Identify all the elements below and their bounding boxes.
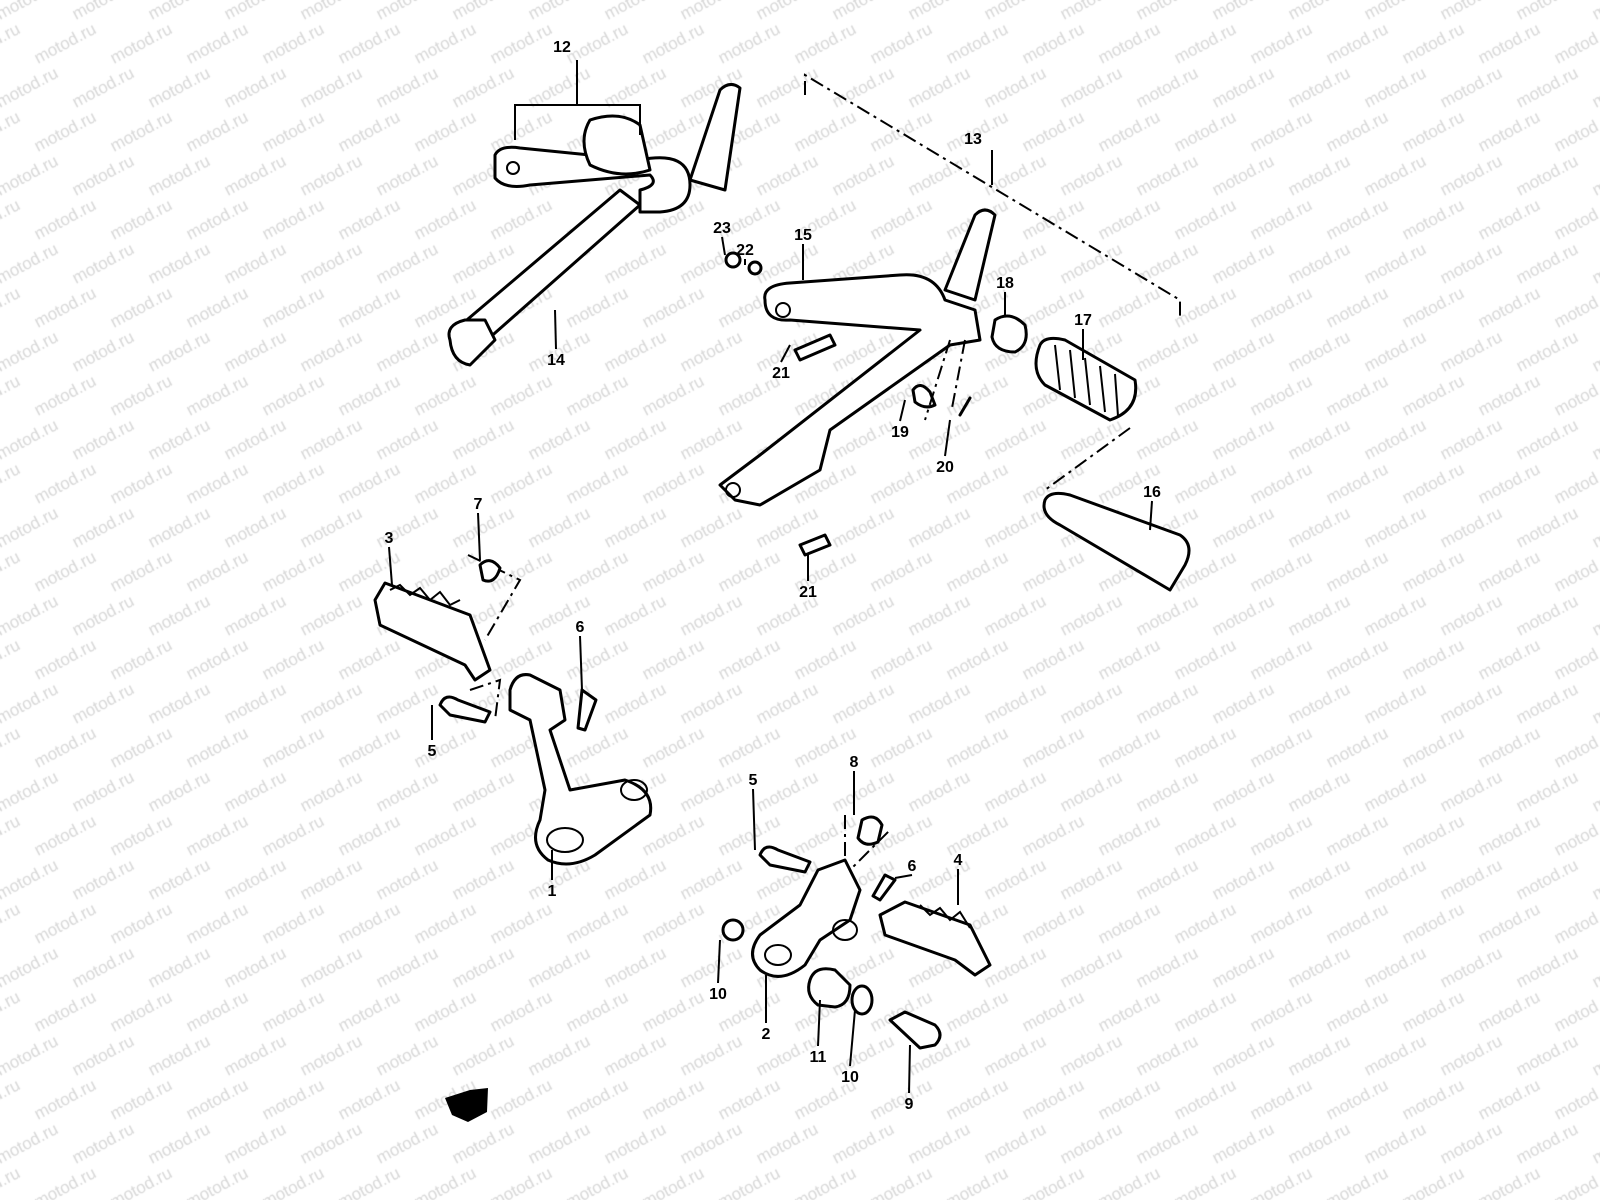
callout-15: 15: [794, 227, 812, 244]
callout-18: 18: [996, 275, 1014, 292]
washer-22: [747, 260, 763, 276]
pin-19: [911, 384, 937, 409]
leader-line: [899, 399, 906, 422]
callout-6: 6: [908, 858, 917, 875]
nut-23: [724, 251, 742, 269]
callout-4: 4: [954, 852, 963, 869]
washer-10-right: [850, 984, 874, 1016]
leader-line: [579, 635, 583, 691]
leader-line: [388, 546, 393, 586]
bracket-2: [751, 858, 862, 978]
callout-3: 3: [385, 530, 394, 547]
footpeg-4: [878, 900, 992, 977]
footrest-bracket-14: [447, 83, 742, 367]
leader-line: [849, 1009, 856, 1067]
leader-line: [477, 512, 481, 561]
leader-line: [944, 419, 951, 457]
callout-17: 17: [1074, 312, 1092, 329]
pin-5-left: [438, 695, 492, 724]
leader-line: [752, 788, 756, 851]
callout-10: 10: [709, 986, 727, 1003]
ring-18: [990, 314, 1028, 354]
callout-2: 2: [762, 1026, 771, 1043]
spring-7: [478, 559, 502, 583]
footrest-peg-16: [1042, 491, 1191, 592]
spring-8: [856, 815, 884, 846]
callout-1: 1: [548, 883, 557, 900]
bolt-6-right: [871, 873, 897, 902]
callout-21: 21: [799, 584, 817, 601]
leader-line: [817, 999, 821, 1047]
callout-5: 5: [428, 743, 437, 760]
callout-11: 11: [810, 1049, 827, 1066]
callout-5: 5: [749, 772, 758, 789]
callout-12: 12: [553, 39, 571, 56]
callout-10: 10: [841, 1069, 859, 1086]
washer-10-left: [721, 918, 745, 942]
leader-line: [721, 236, 726, 256]
callout-16: 16: [1143, 484, 1161, 501]
leader-line: [908, 1044, 911, 1094]
footrest-bracket-15: [718, 208, 997, 557]
cotter-pin-20: [958, 396, 972, 417]
callout-9: 9: [905, 1096, 914, 1113]
bolt-6-left: [576, 688, 598, 732]
leader-line: [894, 874, 913, 879]
callout-14: 14: [547, 352, 565, 369]
bracket-1: [508, 673, 653, 866]
callout-7: 7: [474, 496, 483, 513]
bolt-9: [888, 1010, 942, 1050]
leader-line: [717, 939, 721, 984]
callout-13: 13: [964, 131, 982, 148]
leader-line: [1149, 500, 1153, 531]
leader-line: [780, 344, 791, 363]
callout-8: 8: [850, 754, 859, 771]
front-direction-arrow-icon: [445, 1088, 488, 1122]
callout-21: 21: [772, 365, 790, 382]
bushing-11: [807, 967, 852, 1009]
callout-19: 19: [891, 424, 909, 441]
callout-23: 23: [713, 220, 731, 237]
pin-5-right: [758, 845, 812, 874]
leader-line: [554, 309, 557, 350]
callout-6: 6: [576, 619, 585, 636]
footrest-rubber-17: [1034, 336, 1138, 422]
callout-22: 22: [736, 242, 754, 259]
callout-20: 20: [936, 459, 954, 476]
footpeg-3: [373, 581, 492, 682]
